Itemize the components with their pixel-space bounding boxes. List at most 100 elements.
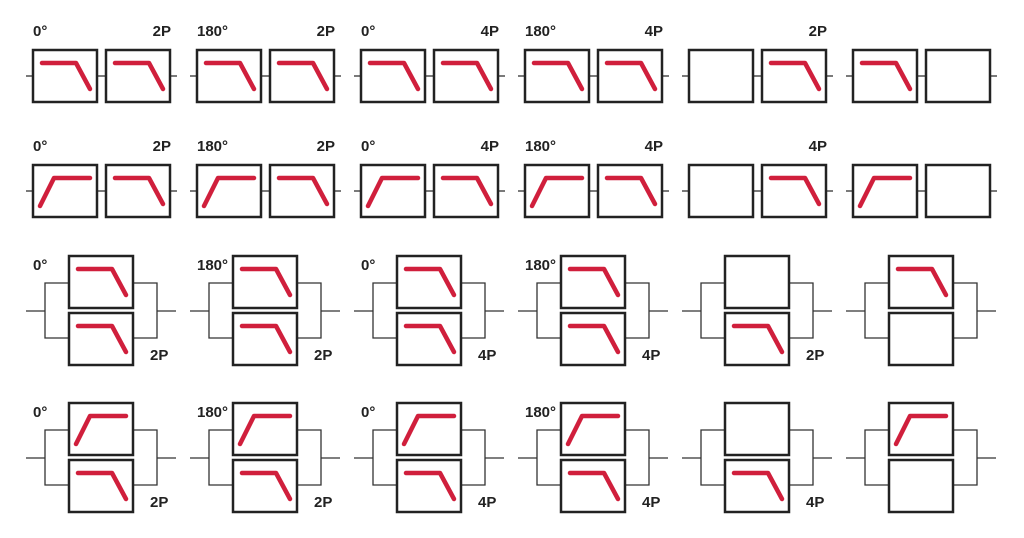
lowpass-curve-icon <box>276 175 330 207</box>
phase-label: 0° <box>361 257 375 274</box>
split-wire <box>700 429 725 486</box>
filter-config-cell: 0°4P <box>354 401 504 514</box>
lowpass-curve-icon <box>567 266 621 298</box>
filter-box <box>104 163 172 219</box>
filter-box <box>67 254 135 310</box>
filter-slot-top <box>231 401 299 457</box>
split-wire <box>208 282 233 339</box>
highpass-curve-icon <box>237 413 293 447</box>
poles-label: 2P <box>314 347 332 364</box>
filter-config-cell: 180°2P <box>190 23 341 104</box>
sum-wire <box>297 429 322 486</box>
poles-label: 4P <box>806 494 824 511</box>
lowpass-curve-icon <box>403 266 457 298</box>
filter-box <box>231 458 299 514</box>
filter-config-cell <box>846 163 997 219</box>
highpass-curve-icon <box>401 413 457 447</box>
filter-slot-bottom <box>395 311 463 367</box>
filter-config-cell: 2P <box>682 23 833 104</box>
filter-slot-top <box>395 254 463 310</box>
phase-label: 180° <box>197 257 228 274</box>
lowpass-curve-icon <box>276 60 330 92</box>
lowpass-curve-icon <box>731 323 785 355</box>
filter-slot-2 <box>924 48 992 104</box>
filter-box <box>559 458 627 514</box>
lowpass-curve-icon <box>567 323 621 355</box>
poles-label: 2P <box>317 23 335 40</box>
filter-box <box>395 254 463 310</box>
split-wire <box>372 429 397 486</box>
split-wire <box>864 282 889 339</box>
filter-slot-1 <box>195 163 263 219</box>
filter-box <box>195 163 263 219</box>
filter-slot-2 <box>268 163 336 219</box>
phase-label: 180° <box>197 404 228 421</box>
split-wire <box>372 282 397 339</box>
sum-wire <box>953 429 978 486</box>
poles-label: 2P <box>150 494 168 511</box>
filter-box <box>723 254 791 310</box>
filter-slot-bottom <box>559 458 627 514</box>
sum-wire <box>625 282 650 339</box>
phase-label: 0° <box>361 23 375 40</box>
filter-box <box>596 48 664 104</box>
phase-label: 180° <box>525 257 556 274</box>
split-wire <box>44 282 69 339</box>
filter-slot-1 <box>31 48 99 104</box>
filter-config-cell: 0°2P <box>26 23 177 104</box>
lowpass-curve-icon <box>239 323 293 355</box>
split-wire <box>536 429 561 486</box>
filter-box <box>395 401 463 457</box>
lowpass-curve-icon <box>531 60 585 92</box>
filter-box <box>67 458 135 514</box>
phase-label: 180° <box>525 138 556 155</box>
filter-config-cell <box>846 401 996 514</box>
filter-slot-top <box>67 254 135 310</box>
lowpass-curve-icon <box>367 60 421 92</box>
highpass-curve-icon <box>73 413 129 447</box>
filter-box <box>67 311 135 367</box>
filter-config-cell: 180°4P <box>518 401 668 514</box>
filter-box <box>31 163 99 219</box>
filter-slot-1 <box>359 48 427 104</box>
sum-wire <box>297 282 322 339</box>
filter-box <box>104 48 172 104</box>
filter-config-cell: 180° 4P <box>518 23 669 104</box>
filter-slot-bottom <box>887 311 955 367</box>
sum-wire <box>133 429 158 486</box>
filter-box <box>559 254 627 310</box>
lowpass-curve-icon <box>112 175 166 207</box>
filter-config-cell: 0°2P <box>26 138 177 219</box>
sum-wire <box>953 282 978 339</box>
filter-config-cell: 4P <box>682 401 832 514</box>
poles-label: 4P <box>642 494 660 511</box>
filter-box <box>231 311 299 367</box>
split-wire <box>208 429 233 486</box>
filter-slot-2 <box>760 48 828 104</box>
filter-config-cell: 0°4P <box>354 138 505 219</box>
filter-box <box>687 48 755 104</box>
filter-slot-2 <box>268 48 336 104</box>
filter-slot-top <box>395 401 463 457</box>
filter-slot-2 <box>104 163 172 219</box>
phase-label: 180° <box>525 23 556 40</box>
filter-box <box>432 163 500 219</box>
filter-box <box>268 48 336 104</box>
lowpass-curve-icon <box>440 60 494 92</box>
lowpass-curve-icon <box>75 323 129 355</box>
sum-wire <box>133 282 158 339</box>
filter-box <box>31 48 99 104</box>
filter-slot-bottom <box>559 311 627 367</box>
poles-label: 4P <box>642 347 660 364</box>
lowpass-curve-icon <box>239 266 293 298</box>
filter-box <box>760 163 828 219</box>
filter-box <box>723 311 791 367</box>
phase-label: 180° <box>197 138 228 155</box>
poles-label: 2P <box>809 23 827 40</box>
filter-slot-2 <box>924 163 992 219</box>
lowpass-curve-icon <box>403 470 457 502</box>
filter-box <box>924 163 992 219</box>
filter-slot-2 <box>432 48 500 104</box>
poles-label: 4P <box>645 23 663 40</box>
